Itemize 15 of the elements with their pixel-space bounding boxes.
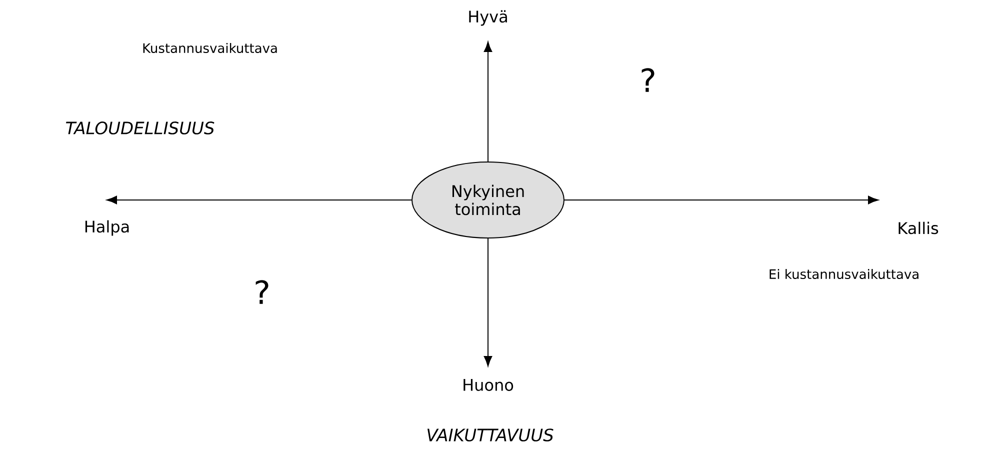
axis-end-label: Halpa	[85, 220, 129, 236]
side-label: Kustannusvaikuttava	[143, 42, 277, 54]
arrow	[106, 196, 412, 204]
axis-title: VAIKUTTAVUUS	[427, 428, 554, 442]
question-mark: ?	[642, 68, 654, 92]
arrow	[484, 42, 492, 162]
ellipse-node: Nykyinen toiminta	[412, 162, 564, 238]
arrow	[564, 196, 878, 204]
question-mark: ?	[256, 280, 268, 304]
axis-end-label: Huono	[464, 379, 514, 391]
arrow	[484, 238, 492, 366]
axis-end-label: Kallis	[898, 222, 938, 234]
axis-title: TALOUDELLISUUS	[66, 122, 214, 134]
side-label: Ei kustannusvaikuttava	[770, 268, 918, 280]
axis-end-label: Hyvä	[469, 10, 507, 26]
